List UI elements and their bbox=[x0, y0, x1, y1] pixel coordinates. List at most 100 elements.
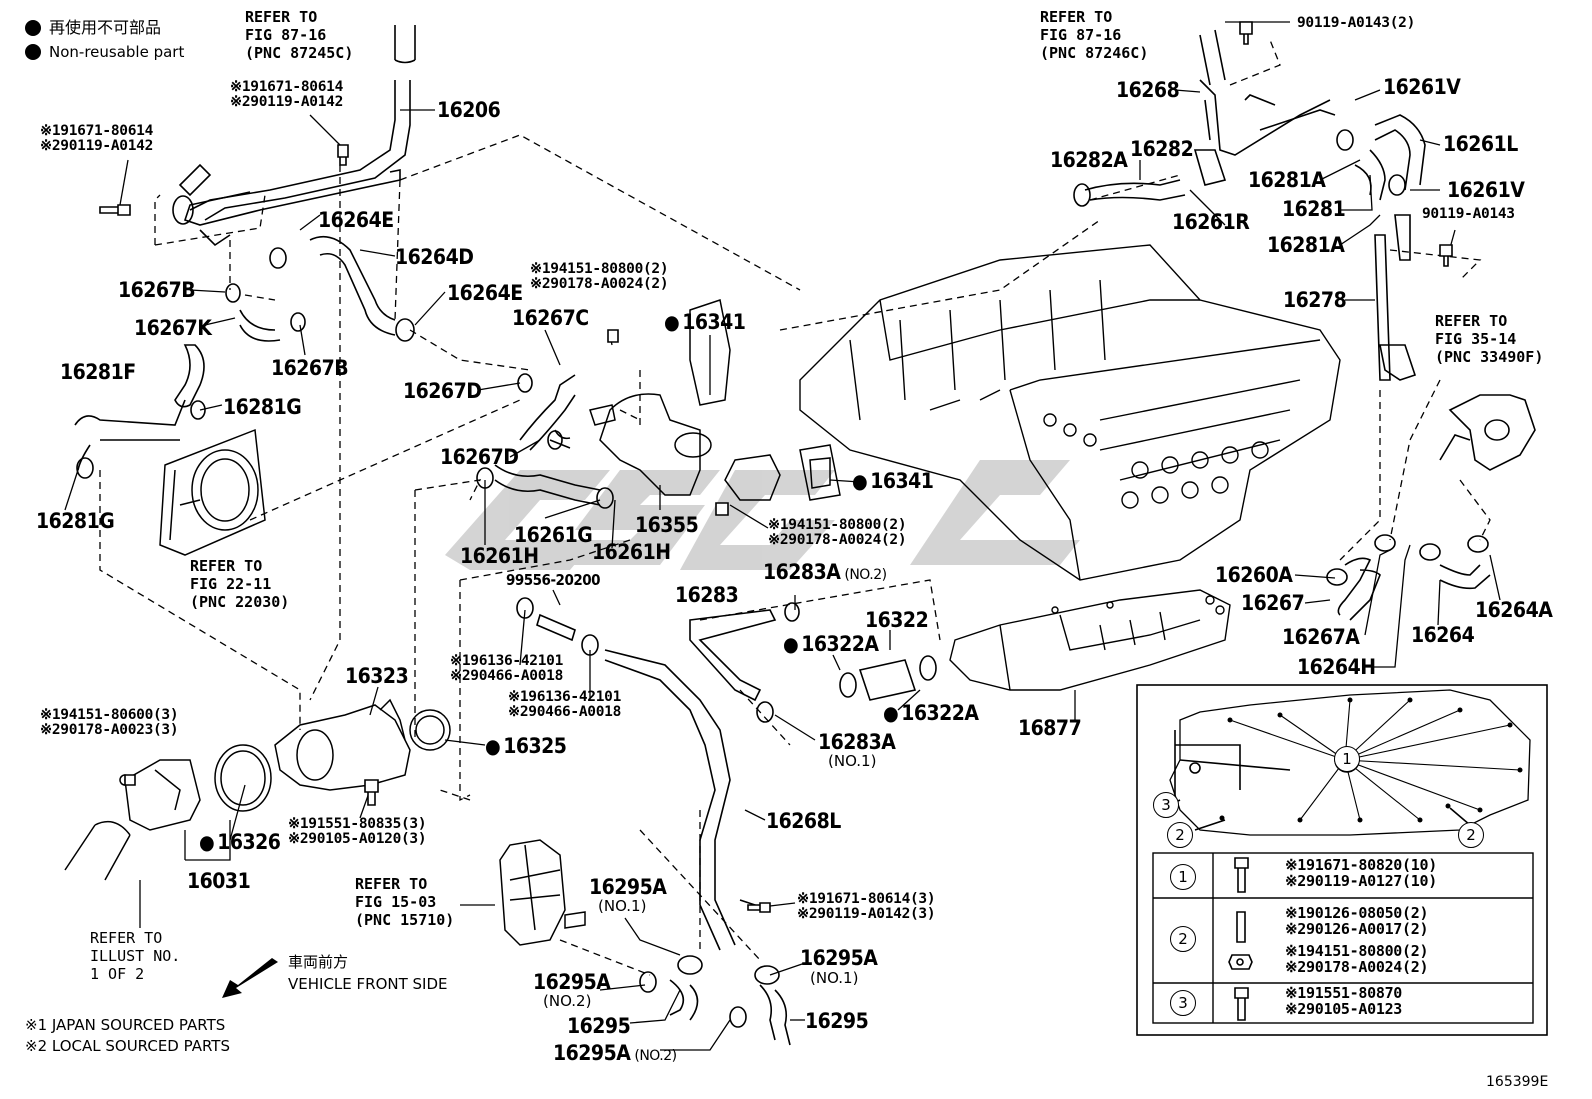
legend-en: Non-reusable part bbox=[49, 43, 185, 61]
part-label: 16267C bbox=[512, 306, 589, 330]
part-label: 16877 bbox=[1018, 716, 1082, 740]
part-label: 16260A bbox=[1215, 563, 1293, 587]
part-label: 16267D bbox=[403, 379, 482, 403]
part-label: 16295A(NO.2) bbox=[553, 1041, 677, 1065]
bolt-callout: ※196136-42101 ※290466-A0018 bbox=[450, 653, 564, 685]
part-label: 16267B bbox=[271, 356, 349, 380]
part-label: 16031 bbox=[187, 869, 251, 893]
part-label: 16281A bbox=[1267, 233, 1345, 257]
watermark bbox=[445, 460, 1080, 570]
part-label: 16282A bbox=[1050, 148, 1128, 172]
ref-fig87-16-left: REFER TO FIG 87-16 (PNC 87245C) bbox=[245, 8, 354, 62]
footnote-japan: ※1 JAPAN SOURCED PARTS bbox=[25, 1016, 226, 1034]
part-label: 16283 bbox=[675, 583, 739, 607]
part-label: 16261V bbox=[1383, 75, 1461, 99]
part-label: 16264E bbox=[447, 281, 523, 305]
hoses-bottom bbox=[639, 955, 791, 1046]
part-label: 16295 bbox=[805, 1009, 869, 1033]
table-row-3-parts: ※191551-80870 ※290105-A0123 bbox=[1285, 984, 1403, 1018]
table-row-1-num: 1 bbox=[1170, 864, 1196, 890]
part-label: 16278 bbox=[1283, 288, 1347, 312]
bolt-callout: ※194151-80600(3) ※290178-A0023(3) bbox=[40, 707, 179, 739]
ref-fig22-11: REFER TO FIG 22-11 (PNC 22030) bbox=[190, 557, 290, 611]
bolt-callout: ※196136-42101 ※290466-A0018 bbox=[508, 689, 622, 721]
callout-3-inset: 3 bbox=[1153, 792, 1179, 818]
oil-pan bbox=[949, 589, 1231, 691]
bolt-callout: 90119-A0143 bbox=[1422, 206, 1515, 222]
part-sub-label: (NO.1) bbox=[828, 752, 877, 770]
part-label: 16283A bbox=[818, 730, 896, 754]
part-label: 16323 bbox=[345, 664, 409, 688]
part-label-nonreusable: 16326 bbox=[199, 832, 281, 853]
part-label: 16264A bbox=[1475, 598, 1553, 622]
callout-2-inset: 2 bbox=[1458, 822, 1484, 848]
part-label-nonreusable: 16322A bbox=[883, 703, 979, 724]
part-label: 16267A bbox=[1282, 625, 1360, 649]
water-pipe-16206 bbox=[172, 25, 416, 247]
part-label: 16295A bbox=[589, 875, 667, 899]
callout-1-inset: 1 bbox=[1334, 746, 1360, 772]
part-label: 16268 bbox=[1116, 78, 1180, 102]
figure-id: 165399E bbox=[1486, 1074, 1549, 1090]
water-outlet-16355 bbox=[549, 299, 841, 501]
part-label: 16355 bbox=[635, 513, 699, 537]
legend-jp: 再使用不可部品 bbox=[49, 18, 162, 37]
part-label: 16261R bbox=[1172, 210, 1250, 234]
part-label: 16267B bbox=[118, 278, 196, 302]
bolt-callout: ※191671-80614 ※290119-A0142 bbox=[230, 79, 344, 111]
part-label: 16281G bbox=[36, 509, 115, 533]
part-label: 16261L bbox=[1443, 132, 1518, 156]
part-label: 16267 bbox=[1241, 591, 1305, 615]
front-arrow bbox=[222, 958, 278, 998]
part-sub-label: (NO.1) bbox=[810, 969, 859, 987]
table-row-1-parts: ※191671-80820(10) ※290119-A0127(10) bbox=[1285, 856, 1437, 890]
ref-fig35-14: REFER TO FIG 35-14 (PNC 33490F) bbox=[1435, 312, 1544, 366]
part-label: 16322 bbox=[865, 608, 929, 632]
part-label: 16261H bbox=[592, 540, 671, 564]
part-label: 16282 bbox=[1130, 137, 1194, 161]
part-sub-label: (NO.2) bbox=[543, 992, 592, 1010]
part-label-nonreusable: 16341 bbox=[664, 312, 746, 333]
ref-fig87-16-right: REFER TO FIG 87-16 (PNC 87246C) bbox=[1040, 8, 1149, 62]
part-label: 16264H bbox=[1297, 655, 1376, 679]
callout-2-inset: 2 bbox=[1167, 822, 1193, 848]
bolt-callout: ※194151-80800(2) ※290178-A0024(2) bbox=[530, 261, 669, 293]
legend-bullet bbox=[25, 44, 41, 60]
clamps bbox=[76, 247, 800, 723]
part-label: 16261H bbox=[460, 544, 539, 568]
part-label-nonreusable: 16322A bbox=[783, 634, 879, 655]
part-sub-label: (NO.2) bbox=[844, 567, 887, 583]
part-sub-label: (NO.1) bbox=[598, 897, 647, 915]
vehicle-front-en: VEHICLE FRONT SIDE bbox=[288, 975, 448, 993]
part-label-nonreusable: 16341 bbox=[852, 471, 934, 492]
vehicle-front-jp: 車両前方 bbox=[288, 953, 349, 971]
table-row-2-parts-b: ※194151-80800(2) ※290178-A0024(2) bbox=[1285, 942, 1429, 976]
part-label: 16264E bbox=[318, 208, 394, 232]
bolt-callout: ※191671-80614(3) ※290119-A0142(3) bbox=[797, 891, 936, 923]
part-label: 16281 bbox=[1282, 197, 1346, 221]
part-label: 16281A bbox=[1248, 168, 1326, 192]
part-sub-label: (NO.2) bbox=[634, 1048, 677, 1064]
oil-cooler bbox=[499, 839, 586, 946]
part-label: 16264 bbox=[1411, 623, 1475, 647]
part-label: 99556-20200 bbox=[506, 571, 601, 589]
part-label: 16267D bbox=[440, 445, 519, 469]
bolt-callout: ※191551-80835(3) ※290105-A0120(3) bbox=[288, 816, 427, 848]
part-label: 16264D bbox=[395, 245, 474, 269]
table-row-3-num: 3 bbox=[1170, 990, 1196, 1016]
part-label: 16261V bbox=[1447, 178, 1525, 202]
part-label: 16281F bbox=[60, 360, 136, 384]
part-label: 16261G bbox=[514, 523, 593, 547]
thermostat-housing bbox=[64, 698, 451, 881]
part-label: 16295A bbox=[533, 970, 611, 994]
hoses-left bbox=[74, 235, 601, 506]
part-label-nonreusable: 16325 bbox=[485, 736, 567, 757]
part-label: 16295A bbox=[800, 946, 878, 970]
part-label: 16267K bbox=[134, 316, 212, 340]
part-label: 16283A(NO.2) bbox=[763, 560, 887, 584]
throttle-body bbox=[159, 428, 266, 556]
bolt-callout: ※194151-80800(2) ※290178-A0024(2) bbox=[768, 517, 907, 549]
dashed-guides bbox=[99, 39, 1491, 976]
part-label: 16281G bbox=[223, 395, 302, 419]
legend-bullet bbox=[25, 20, 41, 36]
